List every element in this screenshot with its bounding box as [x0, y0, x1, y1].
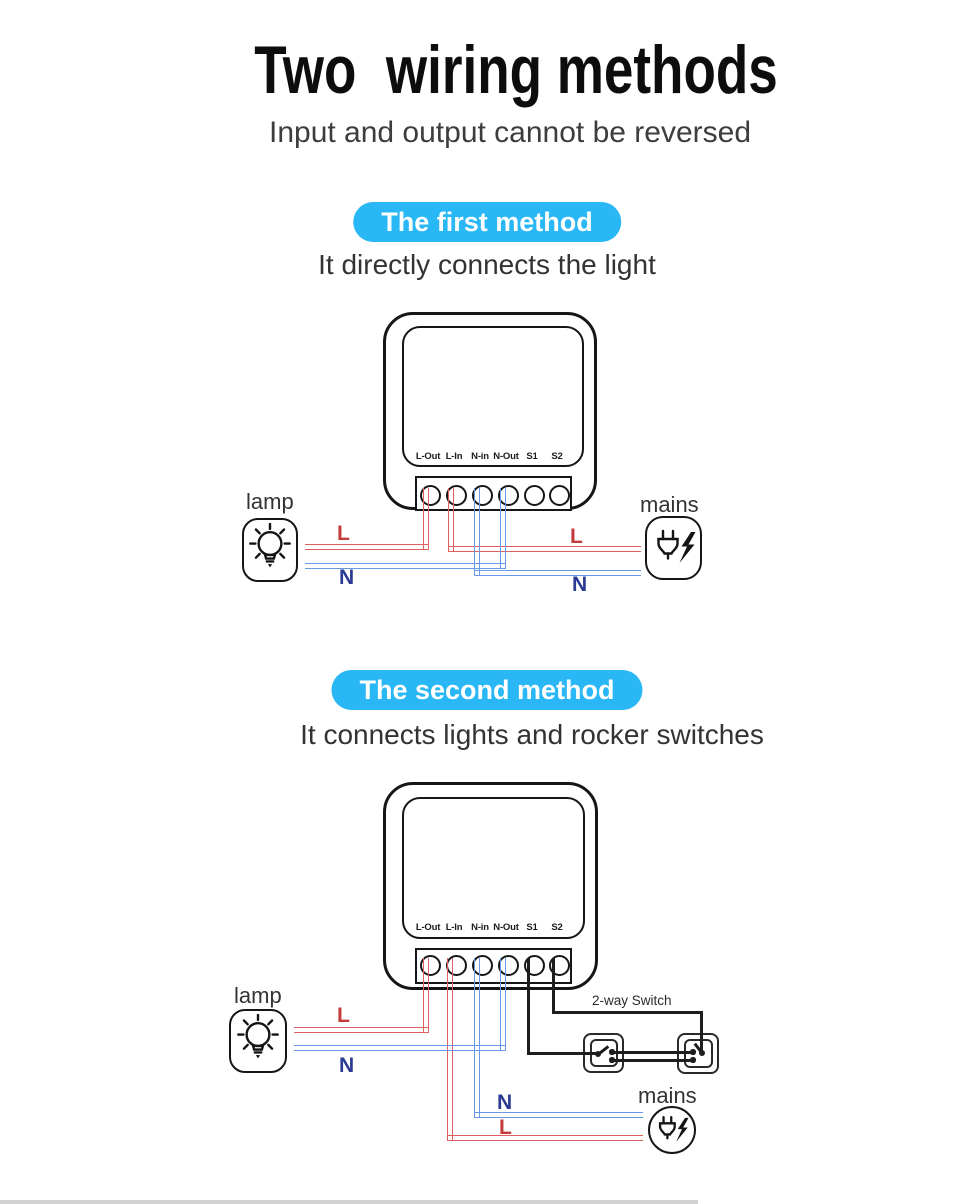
terminal-hole: [445, 484, 467, 506]
mains-box: [648, 1106, 696, 1154]
terminal-hole: [471, 955, 493, 976]
terminal-label-l-in: L-In: [445, 451, 463, 462]
m1-label-l-lamp: L: [337, 522, 350, 545]
m2-label-l-mains: L: [499, 1116, 512, 1139]
traveler-wire-top: [612, 1050, 693, 1054]
terminal-label-n-in: N-in: [471, 922, 489, 933]
m2-wire-live-lamp: [294, 1026, 429, 1033]
m1-wire-live-lin: [448, 488, 454, 552]
m2-wire-s2-horizontal: [551, 1011, 704, 1015]
smart-switch-device: L-Out L-In N-in N-Out S1 S2: [383, 312, 597, 511]
lamp-label: lamp: [234, 983, 282, 1008]
terminal-label-n-out: N-Out: [493, 451, 519, 462]
traveler-wire-bottom: [612, 1058, 693, 1062]
m2-wire-neutral-nout: [500, 958, 506, 1051]
contact-dot: [609, 1057, 615, 1063]
terminal-hole: [548, 484, 570, 506]
m1-wire-neutral-mains: [474, 570, 641, 576]
mains-label: mains: [640, 492, 699, 517]
terminal-hole: [471, 484, 493, 506]
device-face: [402, 326, 584, 467]
smart-switch-device: L-Out L-In N-in N-Out S1 S2: [383, 782, 598, 990]
lamp-box: [242, 518, 298, 582]
terminal-label-n-in: N-in: [471, 451, 489, 462]
mains-box: [645, 516, 702, 580]
terminal-hole: [497, 955, 519, 976]
m2-label-l-lamp: L: [337, 1004, 350, 1027]
contact-dot: [690, 1049, 696, 1055]
m2-wire-switch-right-drop: [699, 1011, 703, 1054]
m1-wire-neutral-nin: [474, 488, 480, 576]
lightning-icon: [679, 532, 696, 563]
m2-label-n-mains: N: [497, 1091, 513, 1114]
m2-wire-s2-vertical: [551, 958, 555, 1014]
terminal-label-s2: S2: [551, 451, 563, 462]
m1-wire-neutral-lamp: [305, 563, 506, 569]
m2-wire-neutral-lamp: [294, 1045, 506, 1051]
terminal-hole: [419, 955, 441, 976]
device-face: [402, 797, 585, 939]
power-plug-icon: [647, 526, 700, 572]
method2-badge: The second method: [331, 670, 643, 711]
terminal-label-s2: S2: [551, 922, 563, 933]
power-plug-icon: [650, 1113, 694, 1149]
m1-label-l-mains: L: [570, 525, 583, 548]
lamp-label: lamp: [246, 489, 294, 514]
light-bulb-icon: [244, 523, 296, 575]
m2-wire-live-lin: [447, 958, 453, 1141]
m2-wire-live-mains: [447, 1135, 643, 1141]
terminal-label-n-out: N-Out: [493, 922, 519, 933]
terminal-strip: [415, 948, 572, 984]
page-title: Two wiring methods: [254, 32, 778, 108]
mains-label: mains: [638, 1083, 697, 1108]
m1-label-n-mains: N: [572, 573, 588, 596]
m2-wire-neutral-mains: [474, 1112, 643, 1118]
terminal-hole: [497, 484, 519, 506]
lightning-icon: [676, 1117, 689, 1142]
terminal-label-l-in: L-In: [445, 922, 463, 933]
m2-wire-live-lout: [422, 958, 429, 1033]
terminal-label-l-out: L-Out: [415, 922, 441, 933]
m1-wire-neutral-nout: [500, 488, 506, 569]
terminal-label-l-out: L-Out: [415, 451, 441, 462]
m2-label-n-lamp: N: [339, 1054, 355, 1077]
method1-caption: It directly connects the light: [318, 249, 656, 280]
terminal-label-s1: S1: [526, 451, 538, 462]
terminal-hole: [445, 955, 467, 976]
m1-wire-live-lamp: [305, 543, 429, 550]
contact-dot: [690, 1057, 696, 1063]
lamp-box: [229, 1009, 287, 1073]
m1-wire-live-mains: [448, 546, 641, 552]
m1-wire-live-lout: [422, 488, 429, 550]
m2-wire-s1-vertical: [526, 958, 530, 1055]
m2-wire-s1-horizontal: [526, 1052, 598, 1056]
method2-caption: It connects lights and rocker switches: [300, 719, 764, 750]
terminal-strip: [415, 476, 572, 511]
two-way-switch-label: 2-way Switch: [592, 993, 672, 1008]
page-subtitle: Input and output cannot be reversed: [268, 116, 752, 149]
m1-label-n-lamp: N: [339, 566, 355, 589]
terminal-hole: [419, 484, 441, 506]
terminal-hole: [523, 484, 545, 506]
m2-wire-neutral-nin: [474, 958, 480, 1118]
terminal-label-s1: S1: [526, 922, 538, 933]
light-bulb-icon: [231, 1014, 285, 1066]
method1-badge: The first method: [353, 202, 621, 243]
contact-dot: [609, 1049, 615, 1055]
next-section-edge: [0, 1200, 698, 1204]
